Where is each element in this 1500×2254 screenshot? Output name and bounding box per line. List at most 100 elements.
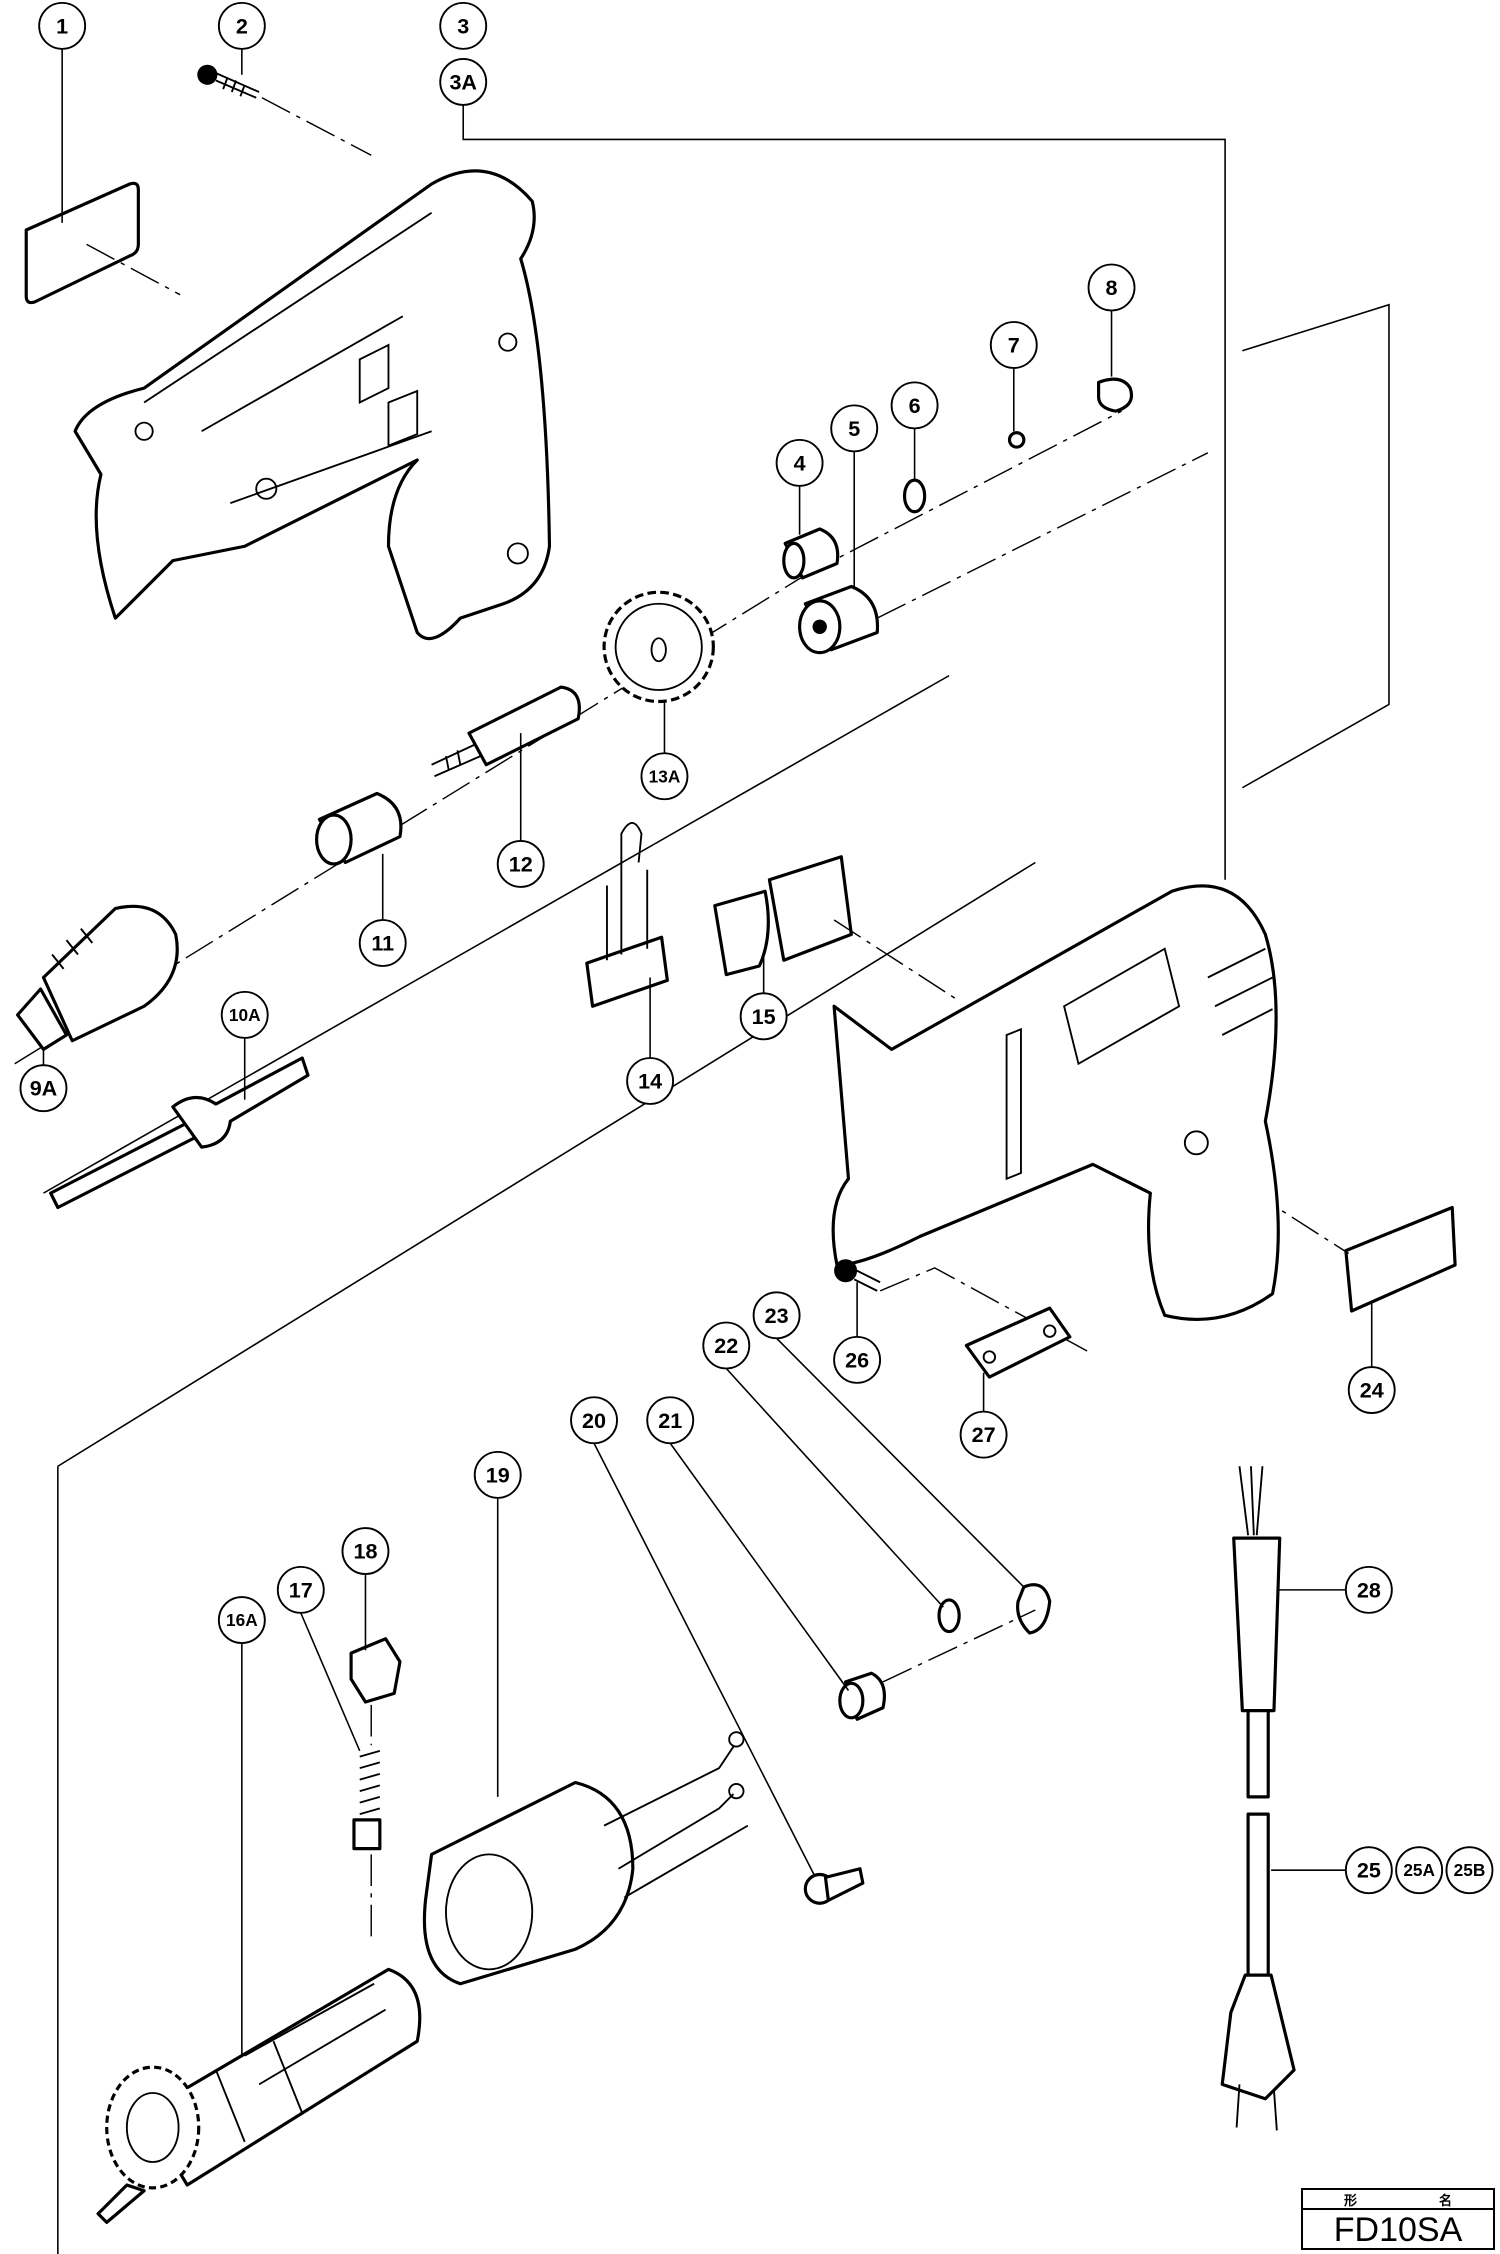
callout-label: 25	[1357, 1858, 1381, 1883]
callout-label: 3A	[449, 69, 477, 94]
callout-label: 3	[457, 13, 469, 38]
brush-cap-part	[349, 1637, 402, 1704]
callout-10A: 10A	[220, 990, 269, 1039]
callout-9A: 9A	[19, 1064, 68, 1113]
callout-18: 18	[341, 1527, 390, 1575]
callout-20: 20	[570, 1396, 618, 1445]
power-cord-part	[1220, 1466, 1296, 2131]
callout-28: 28	[1344, 1565, 1393, 1614]
nut-part	[1016, 1583, 1052, 1635]
callout-17: 17	[276, 1565, 325, 1614]
assembly-line-diag	[57, 861, 1036, 1467]
drill-chuck-part	[16, 904, 179, 1051]
callout-label: 25A	[1403, 1860, 1435, 1880]
bushing-part	[838, 1671, 886, 1721]
callout-22: 22	[702, 1321, 751, 1370]
callout-26: 26	[833, 1335, 882, 1384]
carbon-brush-part	[352, 1749, 382, 1851]
assembly-line-upper	[1241, 303, 1390, 789]
callout-label: 27	[972, 1422, 996, 1447]
name-plate-part	[24, 181, 140, 305]
callout-label: 19	[486, 1462, 510, 1487]
switch-part	[713, 855, 853, 977]
leader-lines	[61, 48, 1373, 2056]
callout-5: 5	[830, 404, 879, 453]
callout-label: 7	[1008, 333, 1020, 358]
callout-25A: 25A	[1395, 1846, 1444, 1895]
callout-13A: 13A	[640, 752, 689, 801]
callout-2: 2	[217, 1, 266, 50]
washer-part	[902, 478, 927, 514]
callout-label: 17	[289, 1577, 313, 1602]
callout-12: 12	[496, 840, 545, 888]
callout-label: 5	[848, 416, 860, 441]
callout-15: 15	[739, 992, 788, 1041]
screw-part	[197, 64, 260, 99]
callout-21: 21	[646, 1396, 695, 1445]
ball-bearing-part	[798, 584, 880, 655]
cord-clamp-part	[964, 1306, 1072, 1379]
callout-label: 9A	[30, 1076, 58, 1101]
callout-19: 19	[473, 1450, 522, 1499]
callout-label: 15	[752, 1004, 776, 1029]
washer-part	[937, 1598, 961, 1634]
retaining-ring-part	[1097, 377, 1134, 413]
callout-label: 1	[56, 13, 68, 38]
callout-24: 24	[1347, 1366, 1396, 1414]
callout-27: 27	[959, 1410, 1008, 1459]
callout-7: 7	[989, 321, 1038, 369]
model-name-box: 形 名 FD10SA	[1301, 2188, 1495, 2250]
callout-label: 25B	[1454, 1860, 1486, 1880]
callout-label: 8	[1106, 275, 1118, 300]
gear-part	[602, 590, 715, 704]
chuck-key-part	[49, 1056, 310, 1210]
callout-label: 18	[353, 1539, 377, 1564]
assembled-housing-part	[831, 884, 1280, 1321]
spindle-part	[431, 685, 581, 778]
callout-label: 6	[909, 393, 921, 418]
bushing-part	[315, 791, 403, 866]
callout-label: 26	[845, 1347, 869, 1372]
callout-label: 11	[371, 931, 394, 956]
callout-16A: 16A	[217, 1596, 266, 1644]
callout-8: 8	[1087, 263, 1136, 312]
callout-label: 23	[765, 1303, 789, 1328]
model-header-right: 名	[1438, 2193, 1452, 2209]
callout-label: 10A	[229, 1005, 261, 1025]
stator-part	[422, 1731, 749, 1986]
callout-label: 22	[714, 1333, 738, 1358]
housing-leader	[462, 104, 1226, 880]
callout-label: 4	[794, 450, 806, 475]
name-plate-part	[1344, 1205, 1457, 1313]
model-number: FD10SA	[1333, 2211, 1463, 2249]
callout-11: 11	[358, 919, 407, 967]
callout-1: 1	[38, 1, 87, 50]
callout-14: 14	[626, 1057, 675, 1105]
callout-4: 4	[775, 438, 824, 487]
model-header: 形 名	[1303, 2190, 1493, 2210]
housing-half-part	[73, 169, 552, 641]
callout-label: 24	[1360, 1378, 1384, 1403]
callout-25: 25	[1344, 1846, 1393, 1895]
callout-label: 20	[582, 1408, 606, 1433]
callout-6: 6	[890, 381, 939, 430]
callout-25B: 25B	[1445, 1846, 1494, 1895]
callout-label: 2	[236, 13, 248, 38]
callout-23: 23	[752, 1291, 801, 1340]
screw-part	[803, 1867, 865, 1905]
callout-label: 13A	[649, 766, 681, 786]
armature-part	[96, 1967, 422, 2224]
callout-label: 14	[638, 1069, 662, 1094]
callout-label: 21	[658, 1408, 682, 1433]
steel-ball-part	[1007, 431, 1026, 449]
callout-label: 28	[1357, 1577, 1381, 1602]
callout-label: 12	[509, 851, 533, 876]
sleeve-bearing-part	[782, 527, 840, 580]
terminal-block-part	[585, 822, 669, 1008]
callout-3: 3	[439, 1, 488, 50]
screw-part	[834, 1259, 881, 1292]
callout-label: 16A	[226, 1610, 258, 1630]
callout-3A: 3A	[439, 58, 488, 106]
